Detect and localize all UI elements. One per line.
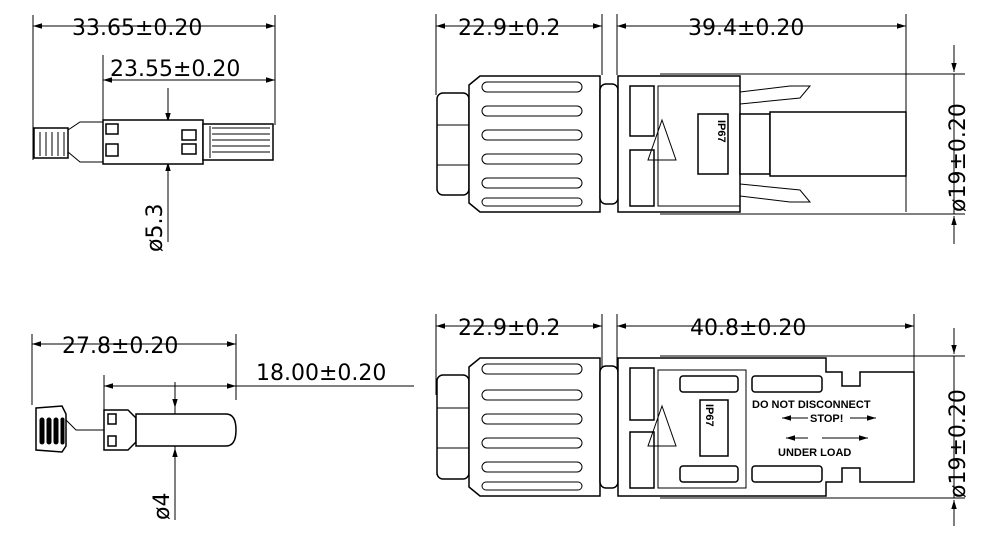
dim-dia-19-bottom: ø19±0.20 <box>946 389 971 498</box>
dim-27-8: 27.8±0.20 <box>62 334 178 359</box>
dim-dia-5-3: ø5.3 <box>143 204 168 252</box>
dim-40-8: 40.8±0.20 <box>690 316 806 341</box>
dim-23-55: 23.55±0.20 <box>110 57 240 82</box>
female-contact-drawing <box>31 334 414 520</box>
dim-22-9-top: 22.9±0.2 <box>458 16 560 41</box>
dim-22-9-bottom: 22.9±0.2 <box>458 316 560 341</box>
ip67-marking-top: IP67 <box>715 120 727 143</box>
warning-line-1: DO NOT DISCONNECT <box>752 399 871 411</box>
male-connector-drawing <box>435 14 965 244</box>
ip67-marking-bottom: IP67 <box>703 404 715 427</box>
dim-18-00: 18.00±0.20 <box>256 361 386 386</box>
dim-39-4: 39.4±0.20 <box>688 16 804 41</box>
dim-dia-19-top: ø19±0.20 <box>946 103 971 212</box>
female-connector-drawing <box>435 314 965 526</box>
male-contact-drawing <box>32 15 276 242</box>
warning-line-3: UNDER LOAD <box>778 447 851 459</box>
warning-line-2: STOP! <box>810 413 843 425</box>
dim-33-65: 33.65±0.20 <box>72 16 202 41</box>
dim-dia-4: ø4 <box>150 493 175 520</box>
